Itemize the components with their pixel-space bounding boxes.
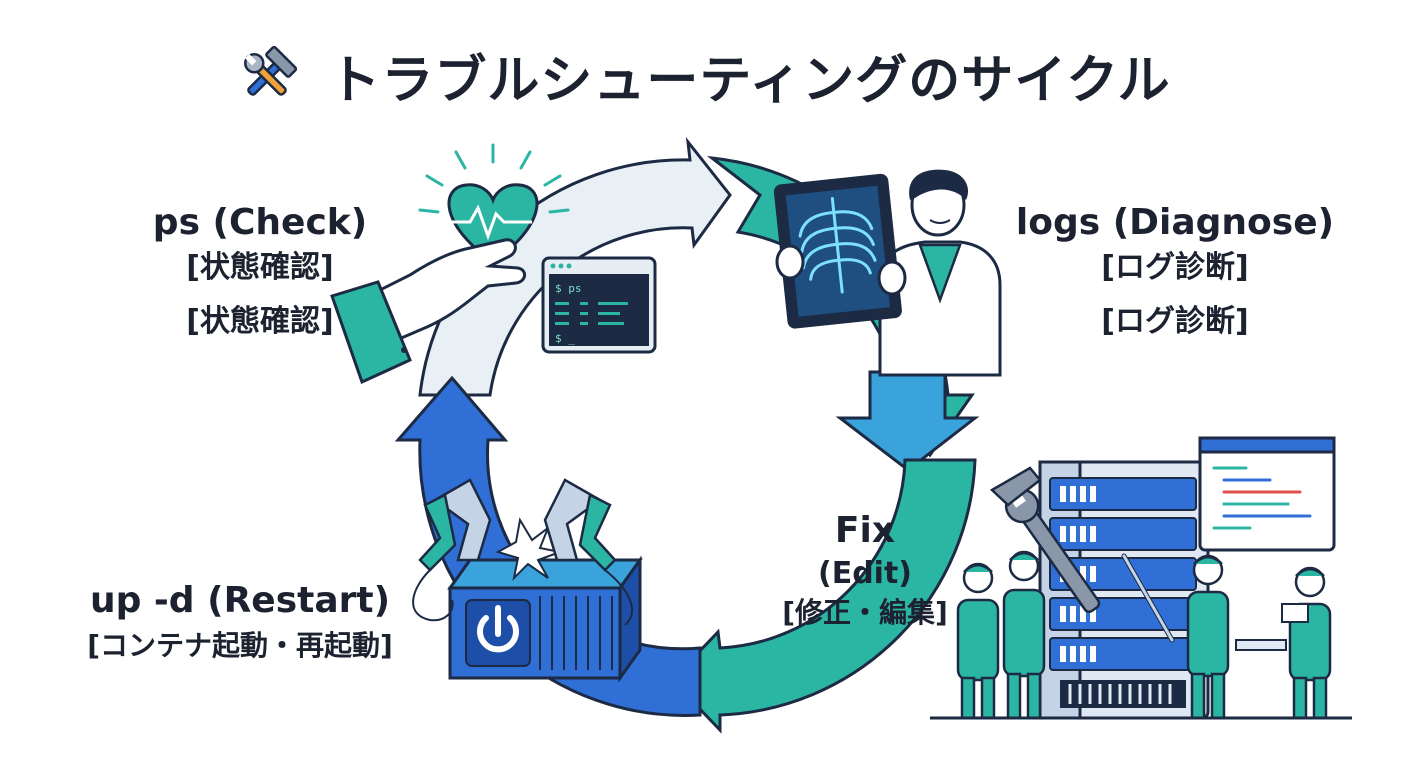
step-diagnose-jp: [ログ診断] (1101, 250, 1249, 285)
arrow-diagnose-down (835, 370, 980, 472)
page-title: トラブルシューティングのサイクル (0, 38, 1408, 113)
step-diagnose-label: logs (Diagnose) [ログ診断] [ログ診断] (1005, 200, 1345, 344)
step-diagnose-jp-2: [ログ診断] (1101, 304, 1249, 339)
step-fix-en-2: (Edit) (817, 556, 912, 591)
terminal-prompt: $ ps (555, 282, 582, 295)
cycle-arrows (394, 136, 980, 734)
arrow-fix-to-restart (669, 458, 977, 734)
hammer-wrench-icon (244, 45, 298, 96)
step-restart-jp: [コンテナ起動・再起動] (87, 629, 393, 662)
doctor-xray-icon (773, 169, 1002, 377)
step-fix-en: Fix (834, 510, 896, 551)
terminal-icon: $ ps $ _ (541, 256, 657, 354)
step-restart-label: up -d (Restart) [コンテナ起動・再起動] (55, 578, 425, 668)
step-check-jp-2: [状態確認] (186, 304, 334, 339)
step-check-jp: [状態確認] (186, 250, 334, 285)
title-text: トラブルシューティングのサイクル (328, 51, 1171, 111)
step-fix-label: Fix (Edit) [修正・編集] (765, 508, 965, 632)
power-container-icon (412, 478, 643, 683)
server-repair-icon (930, 436, 1352, 720)
step-check-en: ps (Check) (152, 202, 368, 243)
step-restart-en: up -d (Restart) (89, 580, 391, 621)
heart-hand-icon (330, 143, 570, 385)
step-fix-jp: [修正・編集] (782, 596, 948, 629)
step-diagnose-en: logs (Diagnose) (1015, 202, 1335, 243)
terminal-cursor: $ _ (555, 332, 575, 345)
step-check-label: ps (Check) [状態確認] [状態確認] (130, 200, 390, 344)
